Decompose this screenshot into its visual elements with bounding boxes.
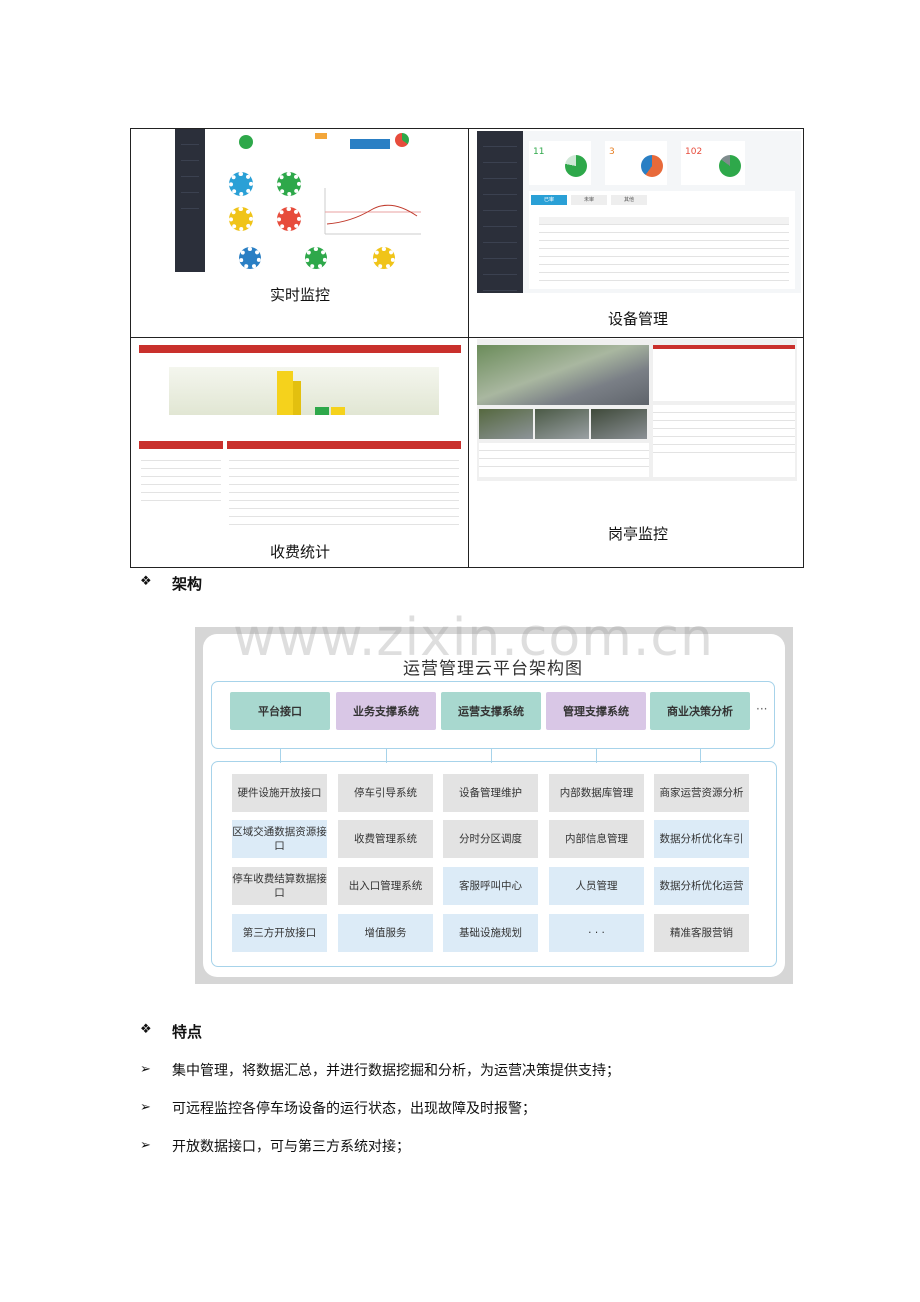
cell-internal-info: 内部信息管理 [549,820,644,858]
cell-call-center: 客服呼叫中心 [443,867,538,905]
arrow-bullet-icon: ➢ [140,1100,151,1115]
cell-personnel: 人员管理 [549,867,644,905]
gauge-ring [229,172,253,196]
booth-monitor-screenshot [477,339,797,481]
gauge-ring [239,247,261,269]
device-mgmt-screenshot: 11 3 102 已审 未审 其他 [477,131,801,293]
cell-infrastructure-planning: 基础设施规划 [443,914,538,952]
header-frame [211,681,775,749]
diamond-bullet-icon: ❖ [140,1022,152,1037]
caption-fee: 收费统计 [269,543,330,561]
cell-guidance-optimization: 数据分析优化车引 [654,820,749,858]
diagram-canvas: www.zixin.com.cn 运营管理云平台架构图 平台接口 业务支撑系统 … [203,608,785,977]
caption-device: 设备管理 [607,310,668,328]
header-management-support: 管理支撑系统 [546,692,646,730]
gauge-ring [277,207,301,231]
legend-marker [315,133,327,139]
cell-internal-database: 内部数据库管理 [549,774,644,812]
watermark: www.zixin.com.cn [233,608,714,668]
feature-item: 开放数据接口，可与第三方系统对接； [172,1139,410,1155]
stat-value: 11 [533,147,545,157]
line-chart [324,188,421,235]
diamond-bullet-icon: ❖ [140,574,152,589]
cell-third-party-interface: 第三方开放接口 [232,914,327,952]
screenshot-grid: 实时监控 11 3 102 已审 未审 其他 设备管理 [130,128,804,568]
stat-value: 102 [685,147,703,157]
more-indicator: ··· [756,702,768,716]
camera-feed [535,409,589,439]
gauge-ring [373,247,395,269]
header-business-support: 业务支撑系统 [336,692,436,730]
cell-regional-traffic-interface: 区域交通数据资源接口 [232,820,327,858]
tab-pending[interactable]: 未审 [571,195,607,205]
fee-stats-screenshot [139,345,461,527]
log-table [479,443,649,477]
cell-precision-marketing: 精准客服营销 [654,914,749,952]
section-architecture: 架构 [172,575,203,593]
cell-device-maintenance: 设备管理维护 [443,774,538,812]
cell-operation-optimization: 数据分析优化运营 [654,867,749,905]
caption-realtime: 实时监控 [269,286,330,304]
cell-fee-settlement-interface: 停车收费结算数据接口 [232,867,327,905]
info-panel [653,345,795,401]
tab-other[interactable]: 其他 [611,195,647,205]
cell-hardware-open-interface: 硬件设施开放接口 [232,774,327,812]
bar-chart [169,367,439,415]
arrow-bullet-icon: ➢ [140,1138,151,1153]
cell-entrance-management: 出入口管理系统 [338,867,433,905]
stat-card: 3 [605,141,667,185]
gauge-ring [305,247,327,269]
feature-item: 可远程监控各停车场设备的运行状态，出现故障及时报警； [172,1101,536,1117]
tab-approved[interactable]: 已审 [531,195,567,205]
stat-card: 102 [681,141,745,185]
header-platform-interface: 平台接口 [230,692,330,730]
record-table [653,405,795,477]
cell-parking-guidance: 停车引导系统 [338,774,433,812]
realtime-monitor-screenshot [175,129,425,272]
header-bar [139,345,461,353]
bar-header [350,139,390,149]
camera-feed [477,345,649,405]
grid-divider-h [131,337,803,338]
cell-value-added-service: 增值服务 [338,914,433,952]
cell-ellipsis: · · · [549,914,644,952]
stat-card: 11 [529,141,591,185]
cell-merchant-analysis: 商家运营资源分析 [654,774,749,812]
section-features: 特点 [172,1023,203,1041]
architecture-diagram: www.zixin.com.cn 运营管理云平台架构图 平台接口 业务支撑系统 … [195,608,793,984]
sidebar [477,131,523,293]
gauge-ring [229,207,253,231]
arrow-bullet-icon: ➢ [140,1062,151,1077]
table-header [139,441,223,449]
device-table: 已审 未审 其他 [529,191,795,289]
grid-divider-v [468,129,469,567]
camera-feed [479,409,533,439]
feature-item: 集中管理，将数据汇总，并进行数据挖掘和分析，为运营决策提供支持； [172,1063,620,1079]
camera-feed [591,409,647,439]
cell-fee-management: 收费管理系统 [338,820,433,858]
pie-chart [395,133,409,147]
caption-booth: 岗亭监控 [607,525,668,543]
stat-value: 3 [609,147,615,157]
cell-time-zone-dispatch: 分时分区调度 [443,820,538,858]
gauge-ring [277,172,301,196]
status-dot [239,135,253,149]
header-business-decision: 商业决策分析 [650,692,750,730]
table-header [227,441,461,449]
body-frame [211,761,777,967]
diagram-title: 运营管理云平台架构图 [403,659,583,679]
header-operation-support: 运营支撑系统 [441,692,541,730]
sidebar [175,129,205,272]
